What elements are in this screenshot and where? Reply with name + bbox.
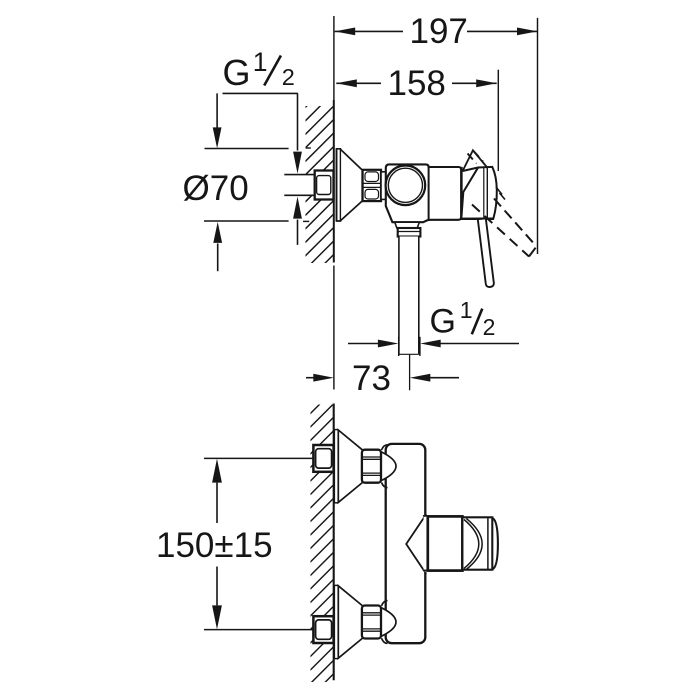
svg-text:73: 73 [352,359,391,398]
svg-text:Ø70: Ø70 [183,169,249,208]
svg-text:G: G [430,303,456,341]
svg-text:150±15: 150±15 [156,526,273,565]
svg-text:197: 197 [410,12,468,51]
svg-text:2: 2 [483,314,496,340]
svg-text:G: G [223,52,251,93]
svg-text:2: 2 [282,64,295,90]
svg-text:158: 158 [388,64,446,103]
svg-text:1: 1 [460,297,473,323]
svg-text:1: 1 [253,47,268,77]
